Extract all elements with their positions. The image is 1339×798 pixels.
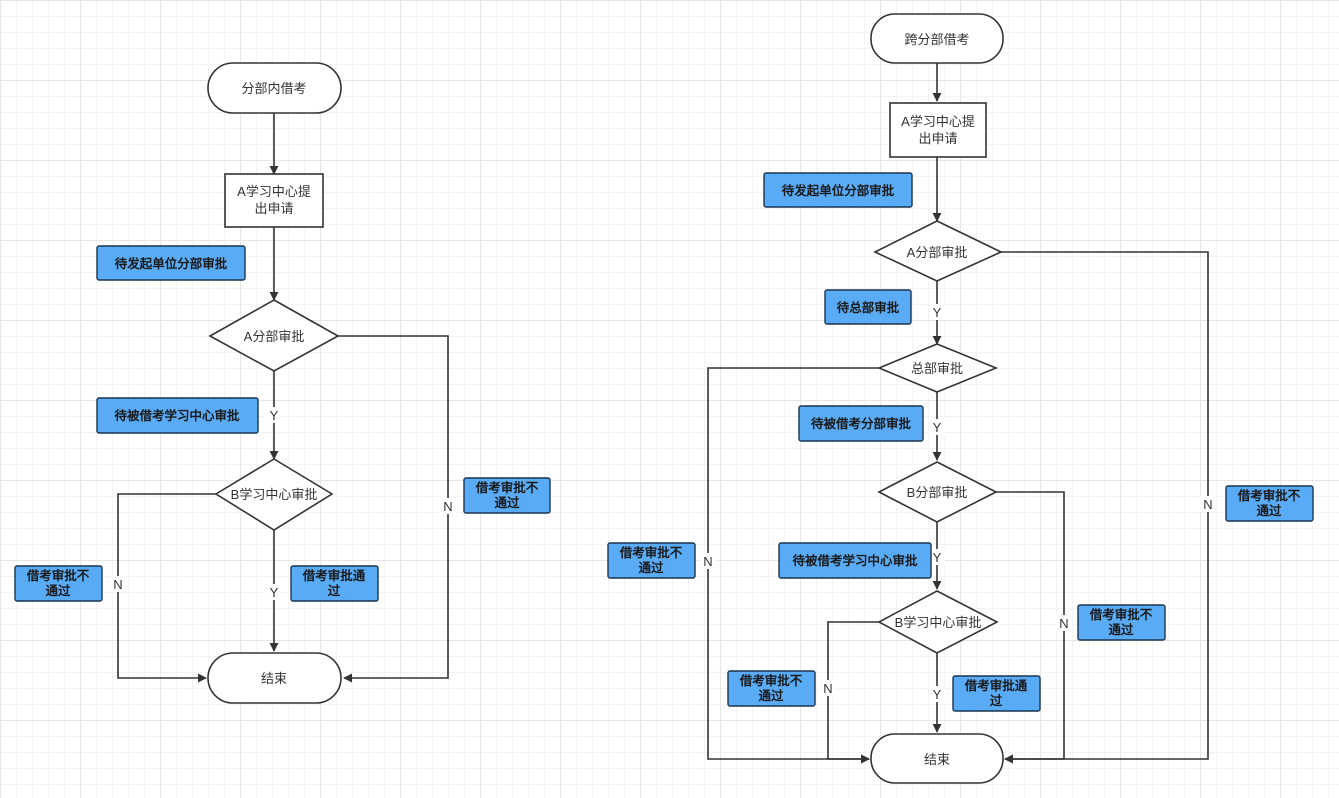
left-status-pass [290,565,379,602]
right-status-reject-branch [1077,604,1166,641]
left-decision-a-node[interactable] [208,299,340,372]
edge-left-decision-a-reject [338,335,449,683]
right-decision-hq-label: 总部审批 [911,361,963,376]
right-flow-nodes: 跨分部借考 A学习中心提 出申请 A分部审批 总部审批 B分部审批 B学习中心审… [870,13,1004,784]
right-flow-edges [707,63,1209,764]
right-apply-label-line2: 出申请 [918,131,957,146]
right-status-pending-hq [824,289,912,325]
right-decision-a-node[interactable] [873,220,1003,282]
right-apply-node[interactable] [889,102,987,158]
left-end-label: 结束 [261,671,287,686]
right-label-y-hq: Y [933,420,942,435]
right-status-pass [952,675,1041,712]
right-edge-labels: Y Y Y Y N N N N [700,304,1216,702]
right-start-node[interactable] [870,13,1004,64]
right-decision-a-label: A分部审批 [907,245,968,260]
right-start-label: 跨分部借考 [904,32,969,47]
right-status-reject-hq-l1: 借考审批不 [619,545,683,560]
left-label-n-right: N [443,499,452,514]
right-end-node[interactable] [870,733,1004,784]
right-label-n-center: N [823,681,832,696]
right-status-pending-origin-text: 待发起单位分部审批 [782,183,895,198]
right-label-y-a: Y [933,305,942,320]
right-label-n-branch: N [1059,616,1068,631]
right-status-reject-a [1225,485,1314,522]
left-label-n-left: N [113,577,122,592]
right-status-reject-center [727,670,816,707]
right-status-pending-hq-text: 待总部审批 [837,300,900,315]
right-status-reject-center-l1: 借考审批不 [739,673,803,688]
right-status-pending-center-text: 待被借考学习中心审批 [792,553,918,568]
left-status-reject-right-l1: 借考审批不 [475,480,539,495]
left-status-tags: 待发起单位分部审批 待被借考学习中心审批 借考审批不 通过 借考审批不 通过 借… [14,245,551,602]
left-decision-b-label: B学习中心审批 [231,487,318,502]
right-decision-hq-node[interactable] [876,343,999,393]
left-status-reject-right-l2: 通过 [494,495,520,510]
left-status-pending-center [96,397,259,434]
right-status-reject-branch-l1: 借考审批不 [1089,607,1153,622]
right-status-reject-hq [607,542,696,579]
right-decision-b-branch-label: B分部审批 [907,485,968,500]
left-status-pending-center-text: 待被借考学习中心审批 [114,408,240,423]
right-decision-b-center-node[interactable] [877,590,999,654]
right-label-n-hq: N [703,554,712,569]
left-apply-label-line1: A学习中心提 [237,184,311,199]
left-start-label: 分部内借考 [241,81,306,96]
right-status-reject-center-l2: 通过 [758,688,784,703]
edge-left-decision-b-reject [117,493,216,683]
right-status-pending-center [778,542,932,579]
left-decision-a-label: A分部审批 [244,329,305,344]
left-end-node[interactable] [207,652,342,704]
left-label-y2: Y [270,585,279,600]
right-apply-label-line1: A学习中心提 [901,114,975,129]
left-apply-label-line2: 出申请 [254,201,293,216]
right-status-pending-branch-text: 待被借考分部审批 [811,416,912,431]
left-status-reject-left [14,565,103,602]
right-status-reject-a-l2: 通过 [1256,503,1282,518]
right-label-n-a: N [1203,497,1212,512]
left-status-pass-l2: 过 [328,583,341,598]
right-status-pass-l1: 借考审批通 [964,678,1028,693]
left-edge-labels: Y Y N N [110,407,456,600]
left-status-reject-left-l2: 通过 [45,583,71,598]
right-status-reject-branch-l2: 通过 [1108,622,1134,637]
right-status-pending-origin [763,172,913,208]
left-decision-b-node[interactable] [214,458,334,531]
left-start-node[interactable] [207,62,342,114]
edge-right-b-branch-reject [996,491,1065,764]
right-decision-b-center-label: B学习中心审批 [895,615,982,630]
right-label-y-branch: Y [933,550,942,565]
left-status-reject-left-l1: 借考审批不 [26,568,90,583]
right-decision-b-branch-node[interactable] [877,461,998,523]
left-label-y1: Y [270,408,279,423]
left-status-pending-origin-text: 待发起单位分部审批 [115,256,228,271]
left-apply-node[interactable] [224,173,324,228]
right-label-y-center: Y [933,687,942,702]
left-status-reject-right [463,477,551,514]
right-status-pending-branch [798,405,924,442]
right-status-reject-a-l1: 借考审批不 [1237,488,1301,503]
right-status-pass-l2: 过 [990,693,1003,708]
left-status-pending-origin [96,245,246,281]
left-status-pass-l1: 借考审批通 [302,568,366,583]
right-status-tags: 待发起单位分部审批 待总部审批 待被借考分部审批 待被借考学习中心审批 借考审批… [607,172,1314,712]
right-end-label: 结束 [924,752,950,767]
right-status-reject-hq-l2: 通过 [638,560,664,575]
left-flow-nodes: 分部内借考 A学习中心提 出申请 A分部审批 B学习中心审批 结束 [207,62,342,704]
